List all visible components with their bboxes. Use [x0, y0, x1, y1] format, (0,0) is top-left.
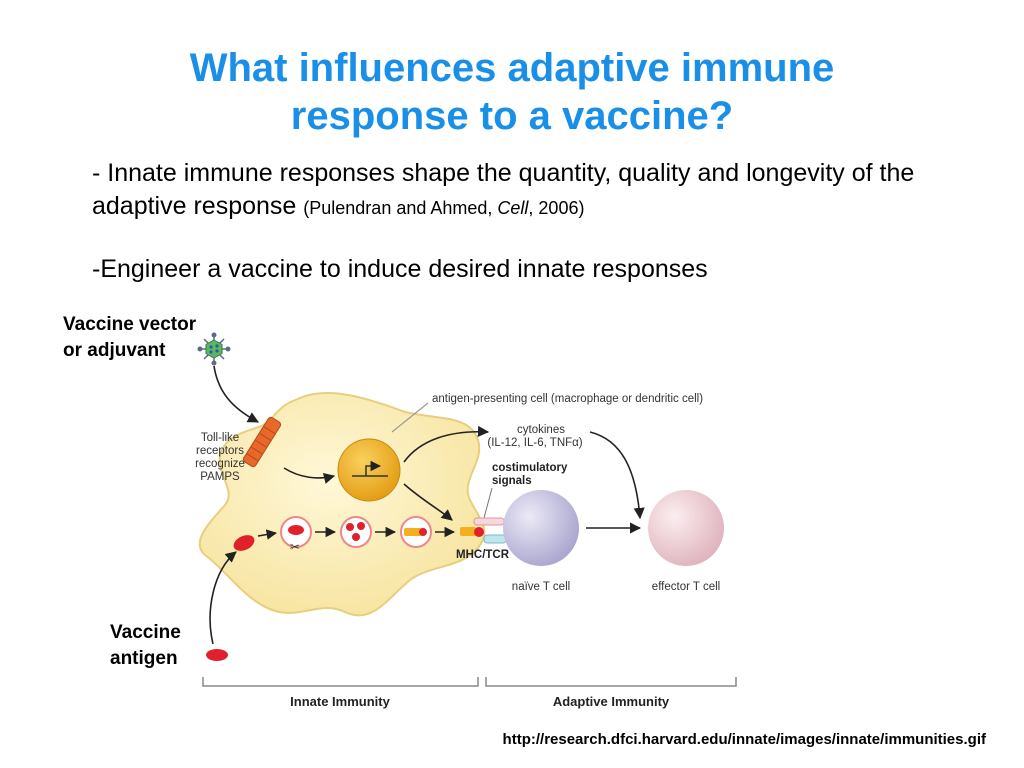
endosome-step-3 — [400, 516, 432, 548]
vaccine-antigen-label: Vaccine antigen — [110, 620, 181, 672]
ref-prefix: (Pulendran and Ahmed, — [303, 198, 498, 218]
adaptive-immunity-bracket — [485, 677, 737, 687]
arrow-antigen-into-cell — [209, 551, 237, 645]
mhc-peptide-complex — [460, 527, 484, 537]
toll-like-receptor — [242, 416, 282, 468]
arrow-vector-to-tlr — [213, 365, 259, 423]
costim-label-line-1: costimulatory — [492, 462, 568, 474]
innate-immunity-label: Innate Immunity — [290, 694, 390, 709]
bullet-engineer-vaccine: -Engineer a vaccine to induce desired in… — [92, 255, 708, 283]
innate-immunity-bracket — [202, 677, 479, 687]
arrow-nucleus-to-costim — [403, 483, 453, 521]
cytokines-label: cytokines (IL-12, IL-6, TNFα) — [487, 424, 582, 449]
vector-label-line-2: or adjuvant — [63, 340, 166, 361]
scissors-icon: ✂ — [290, 540, 300, 554]
cytokines-label-line-1: cytokines — [517, 424, 565, 436]
ref-suffix: , 2006) — [528, 198, 585, 218]
bullet-1-text: - Innate immune responses shape the quan… — [92, 159, 915, 220]
tlr-label-line-4: PAMPS — [200, 471, 240, 483]
title-line-2: response to a vaccine? — [290, 94, 734, 138]
tlr-label: Toll-like receptors recognize PAMPS — [195, 432, 245, 483]
arrow-tlr-to-nucleus — [283, 467, 336, 484]
title-line-1: What influences adaptive immune — [189, 46, 835, 90]
vaccine-vector-label: Vaccine vector or adjuvant — [63, 312, 196, 364]
tlr-label-line-2: receptors — [196, 445, 244, 457]
bullet-1-reference: (Pulendran and Ahmed, Cell, 2006) — [303, 198, 584, 218]
mhc-tcr-label: MHC/TCR — [456, 549, 510, 561]
page-title: What influences adaptive immune response… — [0, 44, 1024, 140]
adaptive-immunity-label: Adaptive Immunity — [553, 694, 670, 709]
antigen-presenting-cell — [198, 391, 486, 617]
costimulatory-label: costimulatory signals — [492, 462, 568, 487]
costim-label-line-2: signals — [492, 475, 532, 487]
gene-promoter-icon — [352, 460, 388, 477]
costimulatory-molecules — [473, 517, 507, 544]
naive-t-cell — [503, 490, 579, 566]
arrow-to-cytokines — [403, 425, 490, 463]
virus-vector-icon — [197, 332, 231, 366]
antigen-label-line-2: antigen — [110, 648, 178, 669]
antigen-outside-cell — [233, 535, 255, 551]
effector-t-cell-label: effector T cell — [652, 581, 720, 593]
bullet-innate-shapes-adaptive: - Innate immune responses shape the quan… — [92, 157, 972, 225]
endosome-step-1: ✂ — [280, 516, 312, 554]
apc-label: antigen-presenting cell (macrophage or d… — [432, 393, 703, 405]
costim-pointer — [483, 487, 493, 519]
ref-journal: Cell — [497, 198, 529, 218]
nucleus — [337, 438, 401, 502]
vector-label-line-1: Vaccine vector — [63, 314, 197, 335]
arrow-cytokines-to-effector — [589, 431, 645, 520]
endosome-step-2 — [340, 516, 372, 548]
apc-label-pointer — [391, 402, 429, 433]
naive-t-cell-label: naïve T cell — [512, 581, 570, 593]
tlr-label-line-3: recognize — [195, 458, 245, 470]
arrow-step-1 — [257, 529, 278, 540]
tlr-label-line-1: Toll-like — [201, 432, 239, 444]
antigen-label-line-1: Vaccine — [110, 622, 181, 643]
cytokines-label-line-2: (IL-12, IL-6, TNFα) — [487, 437, 582, 449]
source-url[interactable]: http://research.dfci.harvard.edu/innate/… — [502, 731, 986, 748]
vaccine-antigen-particle — [206, 649, 228, 661]
effector-t-cell — [648, 490, 724, 566]
